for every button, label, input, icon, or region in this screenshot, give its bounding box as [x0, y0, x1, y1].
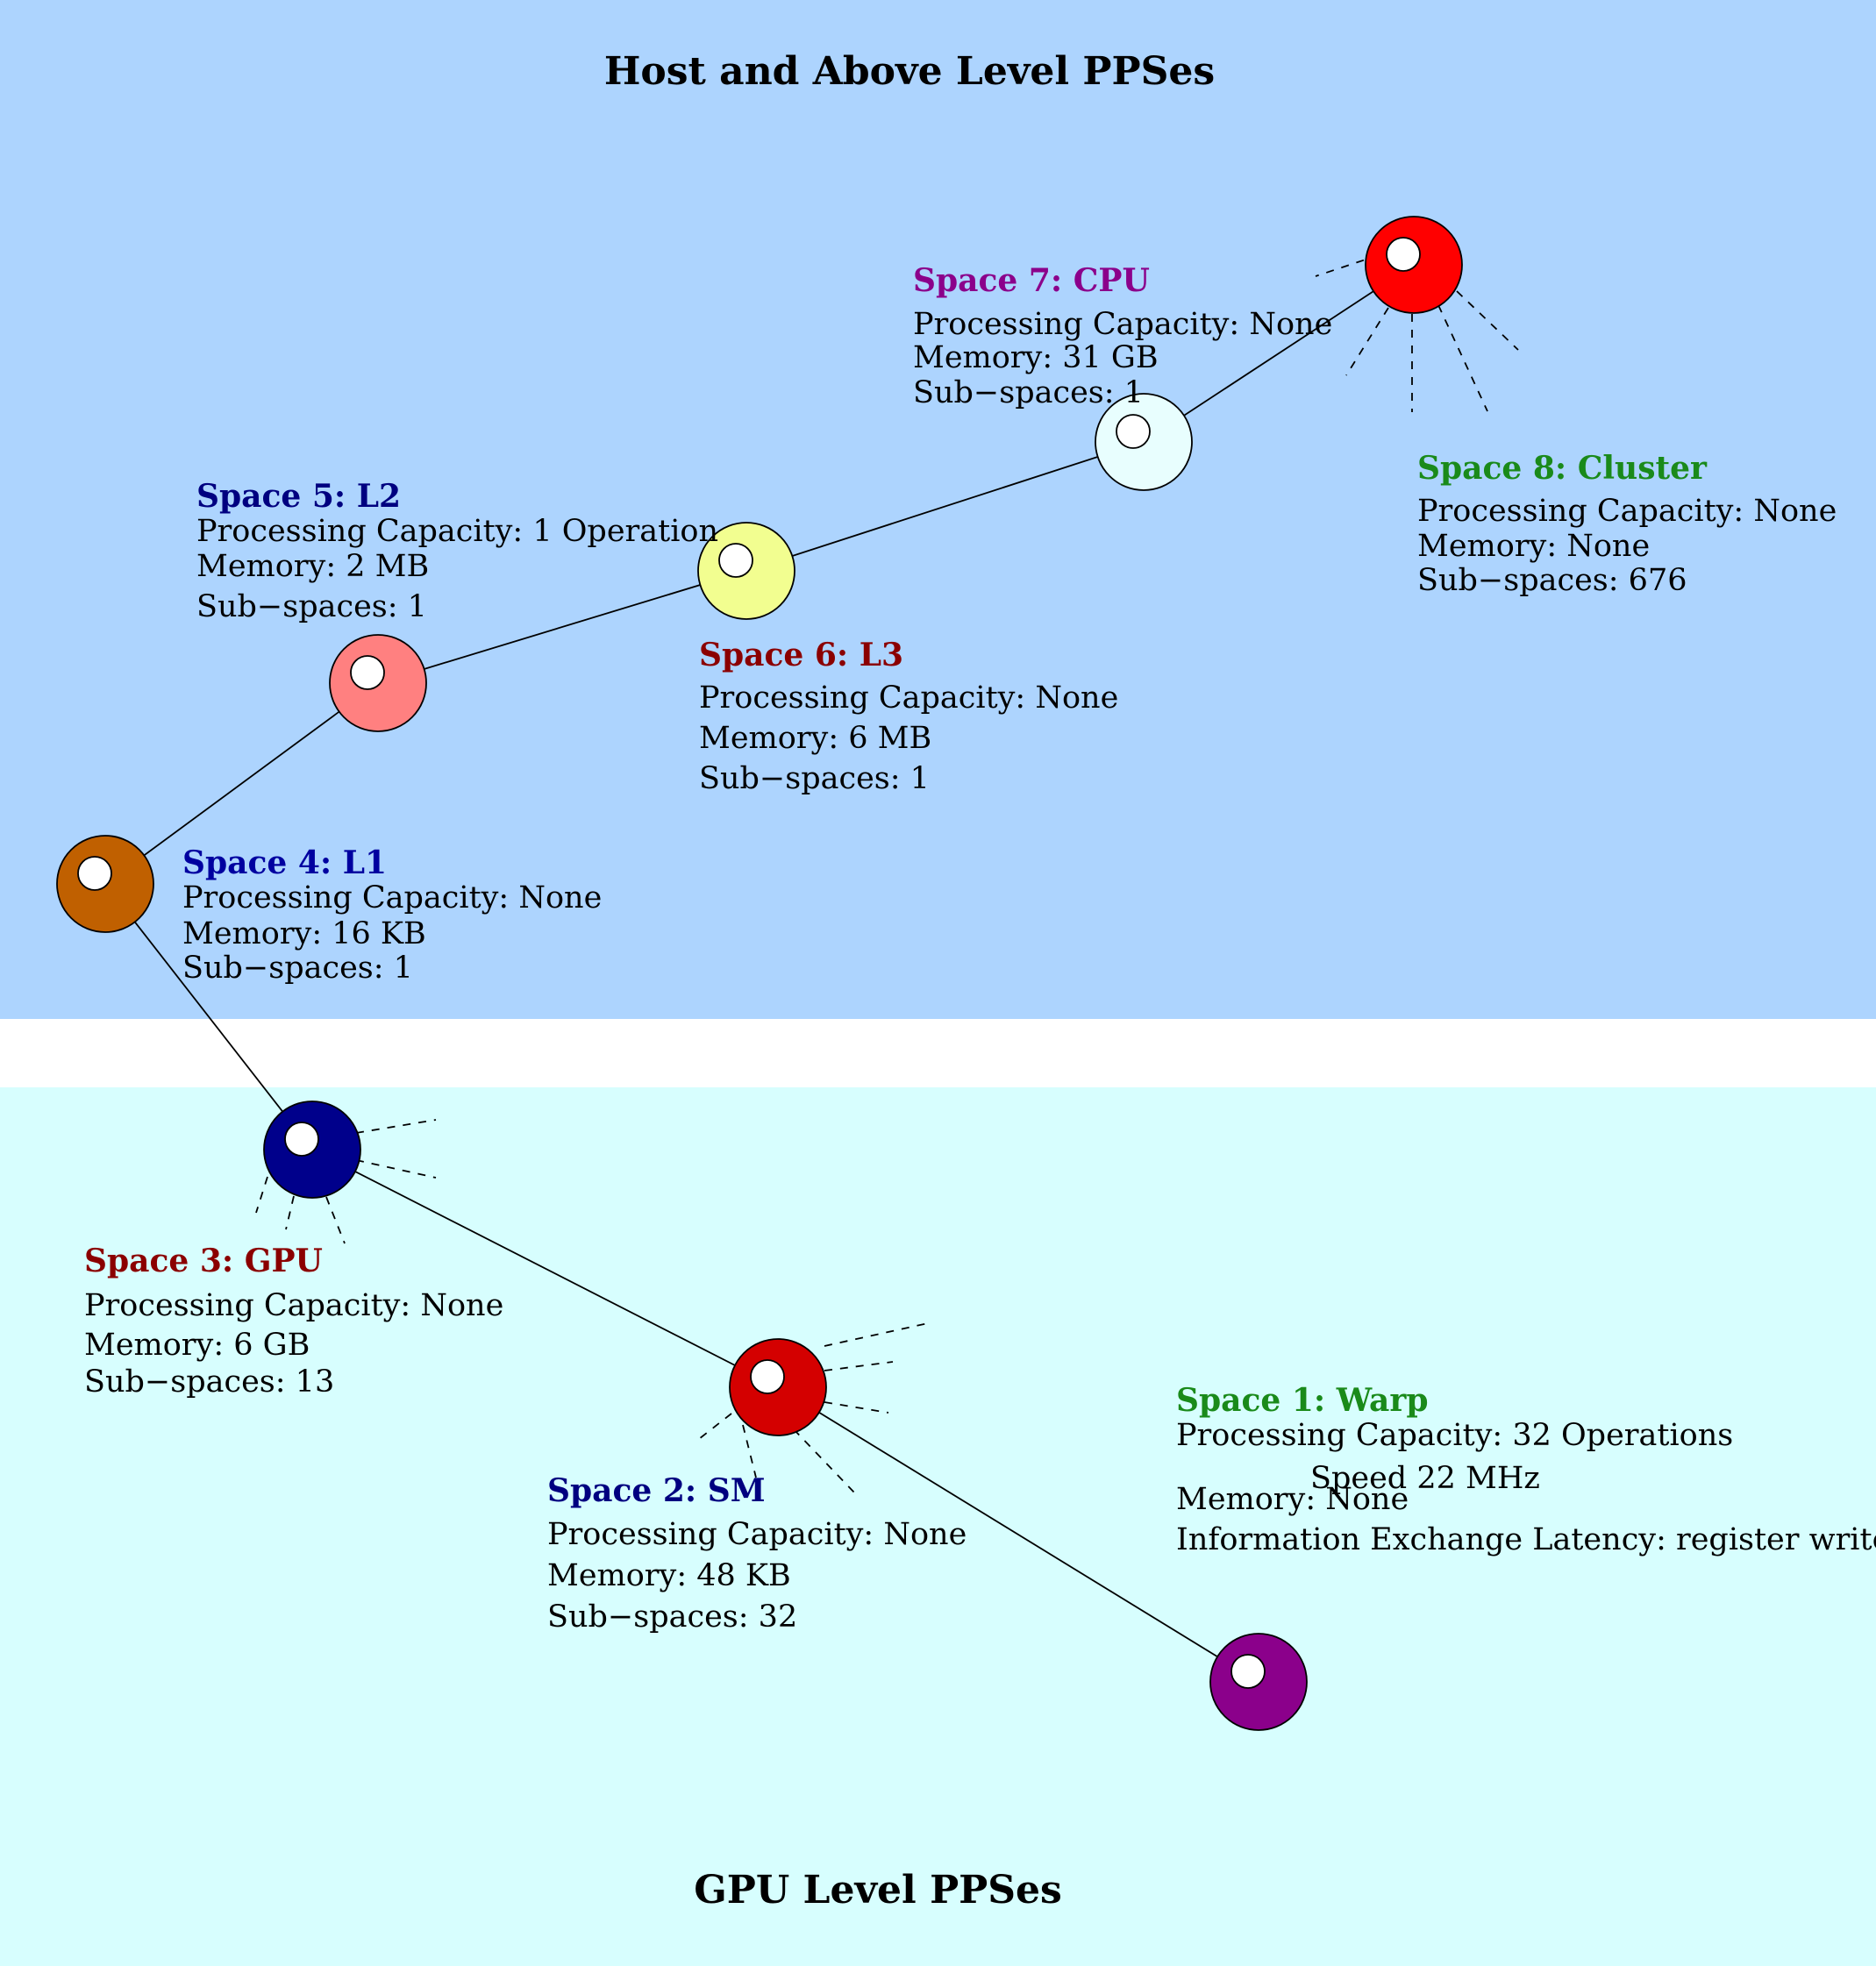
space-1-detail-1: Processing Capacity: 32 Operations	[1176, 1418, 1733, 1453]
space-6-node[interactable]	[697, 522, 795, 620]
space-7-node[interactable]	[1095, 393, 1193, 491]
space-7-label: Space 7: CPU Processing Capacity: NoneMem…	[913, 262, 1332, 410]
space-2-node[interactable]	[729, 1338, 827, 1436]
sub-space-stub-space-8-3	[1456, 290, 1519, 351]
space-8-node-port	[1386, 237, 1421, 272]
host-level-title: Host and Above Level PPSes	[604, 49, 1215, 94]
space-2-label: Space 2: SM Processing Capacity: NoneMemo…	[547, 1472, 967, 1635]
space-6-detail-3: Sub−spaces: 1	[699, 761, 930, 796]
space-3-detail-3: Sub−spaces: 13	[84, 1364, 334, 1400]
space-4-node-port	[77, 856, 112, 891]
space-2-node-port	[750, 1359, 785, 1394]
sub-space-stub-space-3-1	[355, 1119, 437, 1134]
space-4-detail-1: Processing Capacity: None	[182, 880, 602, 915]
space-2-detail-1: Processing Capacity: None	[547, 1517, 967, 1552]
space-6-label: Space 6: L3 Processing Capacity: NoneMemo…	[699, 637, 1118, 796]
sub-space-stub-space-8-2	[1437, 304, 1488, 412]
sub-space-stub-space-2-3	[824, 1401, 889, 1414]
space-5-node-port	[350, 655, 385, 690]
space-6-detail-1: Processing Capacity: None	[699, 680, 1118, 716]
space-3-node-port	[284, 1122, 319, 1157]
space-1-detail-2: Speed 22 MHz	[1310, 1461, 1540, 1496]
sub-space-stubs-layer	[255, 254, 1519, 1493]
space-7-node-port	[1116, 414, 1151, 449]
sub-space-stub-space-3-2	[355, 1159, 437, 1179]
space-1-node-port	[1230, 1654, 1266, 1689]
edge-space-6-to-7	[745, 441, 1145, 572]
space-8-detail-2: Memory: None	[1417, 529, 1650, 564]
space-1-detail-3: Memory: None	[1176, 1482, 1409, 1517]
space-3-detail-2: Memory: 6 GB	[84, 1328, 310, 1363]
sub-space-stub-space-3-5	[255, 1176, 268, 1214]
sub-space-stub-space-8-1	[1315, 254, 1380, 277]
space-1-node[interactable]	[1209, 1633, 1308, 1731]
space-4-node[interactable]	[56, 835, 154, 933]
gpu-level-title: GPU Level PPSes	[694, 1868, 1062, 1913]
space-5-detail-3: Sub−spaces: 1	[196, 589, 427, 624]
space-5-detail-1: Processing Capacity: 1 Operation	[196, 514, 718, 549]
space-4-detail-3: Sub−spaces: 1	[182, 951, 413, 986]
space-3-node[interactable]	[263, 1101, 361, 1199]
sub-space-stub-space-2-6	[698, 1413, 732, 1440]
space-6-title: Space 6: L3	[699, 637, 903, 673]
space-8-node[interactable]	[1365, 216, 1463, 314]
space-2-title: Space 2: SM	[547, 1472, 766, 1509]
sub-space-stub-space-8-5	[1345, 307, 1389, 376]
edges-layer	[104, 264, 1415, 1683]
space-2-detail-3: Sub−spaces: 32	[547, 1599, 797, 1635]
space-3-label: Space 3: GPU Processing Capacity: NoneMem…	[84, 1243, 503, 1400]
space-7-title: Space 7: CPU	[913, 262, 1150, 299]
space-8-detail-3: Sub−spaces: 676	[1417, 563, 1687, 598]
space-6-node-port	[718, 543, 753, 578]
space-7-detail-1: Processing Capacity: None	[913, 307, 1332, 342]
space-1-detail-4: Information Exchange Latency: register w…	[1176, 1522, 1876, 1557]
edge-space-1-to-2	[777, 1386, 1259, 1683]
space-8-detail-1: Processing Capacity: None	[1417, 494, 1837, 529]
space-1-title: Space 1: Warp	[1176, 1382, 1429, 1419]
sub-space-stub-space-3-4	[285, 1195, 295, 1230]
space-8-title: Space 8: Cluster	[1417, 450, 1708, 487]
sub-space-stub-space-2-1	[824, 1322, 929, 1347]
space-3-detail-1: Processing Capacity: None	[84, 1288, 503, 1323]
space-2-detail-2: Memory: 48 KB	[547, 1558, 791, 1593]
nodes-layer	[56, 216, 1463, 1731]
edge-space-2-to-3	[311, 1149, 779, 1388]
space-4-detail-2: Memory: 16 KB	[182, 916, 426, 951]
space-5-detail-2: Memory: 2 MB	[196, 549, 429, 584]
gpu-level-region	[0, 1087, 1876, 1966]
edge-space-7-to-8	[1143, 264, 1415, 443]
edge-space-4-to-5	[104, 682, 379, 885]
space-3-title: Space 3: GPU	[84, 1243, 323, 1279]
edge-space-5-to-6	[377, 570, 747, 684]
space-5-title: Space 5: L2	[196, 478, 401, 515]
space-7-detail-2: Memory: 31 GB	[913, 340, 1159, 375]
sub-space-stub-space-2-2	[824, 1361, 894, 1371]
space-6-detail-2: Memory: 6 MB	[699, 721, 931, 756]
space-7-detail-3: Sub−spaces: 1	[913, 375, 1144, 410]
space-5-node[interactable]	[329, 634, 427, 732]
space-4-title: Space 4: L1	[182, 844, 387, 881]
edge-space-3-to-4	[104, 883, 313, 1150]
